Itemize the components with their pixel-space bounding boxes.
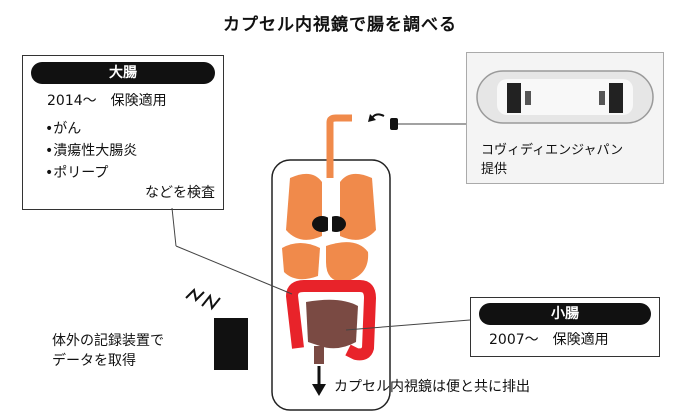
heart-left (312, 216, 332, 232)
stomach (326, 242, 369, 282)
swallow-arrow-head (368, 114, 376, 122)
large-box-connector-a (171, 207, 177, 247)
small-intestine-box: 小腸 2007～ 保険適用 (470, 297, 660, 357)
liver (282, 243, 320, 280)
recorder-device (214, 318, 248, 370)
small-intestine (306, 299, 358, 349)
capsule-icon (390, 118, 398, 130)
exit-arrow-head (312, 384, 326, 396)
recorder-caption-line2: データを取得 (52, 353, 136, 369)
exit-caption: カプセル内視鏡は便と共に排出 (334, 379, 530, 395)
large-intestine (286, 280, 376, 361)
capsule-photo-image (476, 70, 654, 124)
signal-wave-1 (185, 287, 205, 303)
large-intestine-box: 大腸 2014～ 保険適用 •がん •潰瘍性大腸炎 •ポリープ などを検査 (22, 55, 224, 210)
large-intestine-item-polyp: •ポリープ (45, 165, 109, 181)
large-intestine-footer: などを検査 (145, 185, 215, 201)
large-box-connector-b (175, 245, 293, 295)
diagram-title: カプセル内視鏡で腸を調べる (223, 15, 457, 35)
large-intestine-item-colitis: •潰瘍性大腸炎 (45, 143, 138, 159)
capsule-photo: コヴィディエンジャパン 提供 (466, 52, 664, 184)
esophagus (326, 114, 352, 178)
small-box-connector (345, 319, 471, 331)
large-intestine-heading: 大腸 (31, 62, 215, 84)
small-intestine-heading: 小腸 (479, 303, 651, 325)
large-intestine-item-cancer: •がん (45, 121, 82, 137)
recorder-caption-line1: 体外の記録装置で (52, 333, 164, 349)
photo-credit-line1: コヴィディエンジャパン (481, 143, 624, 158)
large-intestine-coverage: 2014～ 保険適用 (47, 93, 167, 109)
photo-credit-line2: 提供 (481, 162, 508, 177)
heart-divider (328, 212, 332, 232)
small-intestine-coverage: 2007～ 保険適用 (489, 332, 609, 348)
right-lung (340, 173, 376, 240)
rectum (314, 346, 324, 364)
signal-wave-2 (201, 293, 221, 311)
swallow-arrow (371, 113, 385, 119)
